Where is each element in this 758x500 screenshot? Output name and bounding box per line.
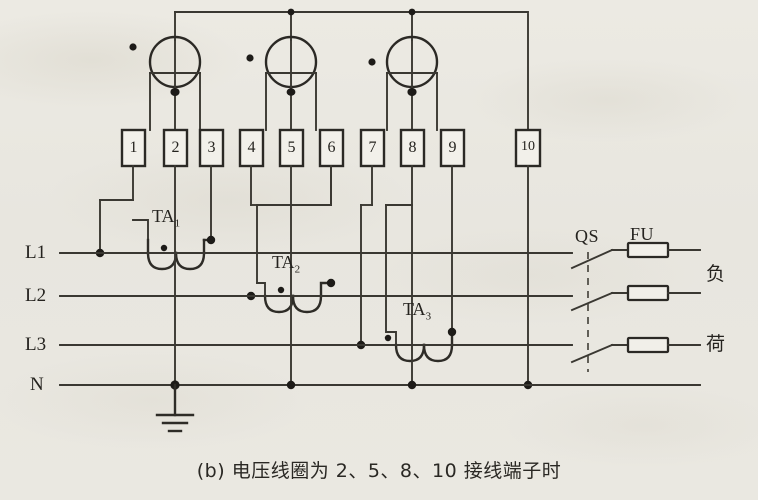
ta2-label-sub: 2 [294,263,301,276]
ta3-wiring [356,165,457,363]
qs-label: QS [575,226,600,246]
earth-ground-icon [155,383,195,433]
terminal-label-10: 10 [521,139,535,154]
meter-element-1 [129,35,202,131]
figure-caption: (b) 电压线圈为 2、5、8、10 接线端子时 [196,460,562,482]
voltage-bus [174,8,529,131]
fu-label: FU [630,224,655,244]
terminal-label-1: 1 [129,139,138,156]
terminal-label-7: 7 [368,139,377,156]
meter-element-3 [368,35,439,131]
qs-disconnect-switch[interactable] [570,248,641,372]
phase-label-L3: L3 [25,334,47,355]
ta3-label-sub: 3 [425,310,432,323]
phase-label-L1: L1 [25,242,47,263]
phase-label-L2: L2 [25,285,47,306]
load-label-char-2: 荷 [706,333,726,355]
terminal-label-9: 9 [448,139,457,156]
fuse-L1 [626,241,670,259]
fu-fuses [626,241,701,354]
terminal-label-3: 3 [207,139,216,156]
terminal-box-10 [514,128,542,168]
ta1-label-text: TA [152,206,175,226]
meter-element-2 [246,35,318,131]
phase-label-N: N [30,374,44,395]
ta2-wiring [246,165,336,314]
terminal-label-6: 6 [327,139,336,156]
load-label-char-1: 负 [706,263,726,285]
terminal-label-4: 4 [247,139,256,156]
ta3-label: TA3 [403,300,431,323]
terminal-label-2: 2 [171,139,180,156]
neutral-ground-wiring [155,252,417,433]
terminal-label-5: 5 [287,139,296,156]
fuse-L3 [626,336,670,354]
ta1-label: TA1 [152,207,180,230]
terminal-label-8: 8 [408,139,417,156]
terminal-block [120,128,542,168]
ta3-label-text: TA [403,299,426,319]
phase-lines [59,252,701,386]
ta1-wiring [95,165,216,271]
terminal-10-wiring [523,165,533,390]
fuse-L2 [626,284,670,302]
ta2-label-text: TA [272,252,295,272]
ta1-label-sub: 1 [174,217,181,230]
ta2-label: TA2 [272,253,300,276]
